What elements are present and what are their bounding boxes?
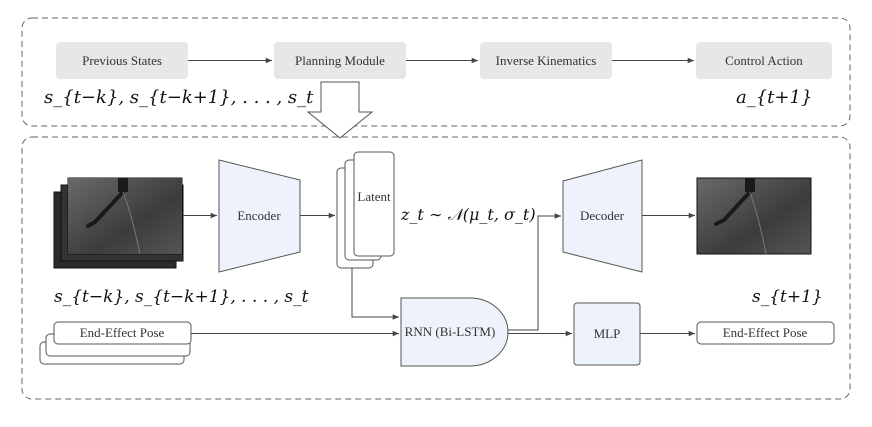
top-action-formula: a_{t+1} — [736, 87, 812, 108]
inverse-kinematics-box — [480, 42, 612, 79]
encoder-block — [218, 159, 301, 273]
latent-stack — [336, 151, 395, 269]
pose-input-stack — [39, 321, 192, 365]
planning-module-label: Planning Module — [295, 53, 385, 68]
arrow-latent-to-rnn — [351, 268, 399, 320]
output-image — [696, 177, 812, 255]
encoder-label: Encoder — [237, 208, 281, 223]
input-image-stack — [53, 177, 184, 269]
control-action-label: Control Action — [725, 53, 803, 68]
input-states-formula: s_{t−k}, s_{t−k+1}, . . . , s_t — [54, 287, 309, 307]
top-states-formula: s_{t−k}, s_{t−k+1}, . . . , s_t — [44, 87, 314, 108]
rnn-block — [400, 297, 509, 367]
previous-states-box — [56, 42, 188, 79]
pose-output-box — [696, 321, 835, 345]
decoder-block — [562, 159, 643, 273]
top-panel-border — [21, 17, 851, 127]
expand-down-arrow — [306, 81, 374, 139]
latent-label: Latent — [357, 189, 391, 204]
previous-states-label: Previous States — [82, 53, 162, 68]
pose-output-label: End-Effect Pose — [723, 325, 808, 340]
planning-module-box — [274, 42, 406, 79]
latent-distribution-formula: z_t ∼ 𝒩(μ_t, σ_t) — [400, 205, 536, 224]
arrow-rnn-to-decoder — [508, 213, 561, 331]
rnn-label: RNN (Bi-LSTM) — [405, 324, 496, 339]
pose-input-label: End-Effect Pose — [80, 325, 165, 340]
inverse-kinematics-label: Inverse Kinematics — [496, 53, 597, 68]
control-action-box — [696, 42, 832, 79]
decoder-label: Decoder — [580, 208, 625, 223]
mlp-label: MLP — [594, 326, 621, 341]
next-state-formula: s_{t+1} — [752, 287, 823, 307]
detail-panel-border — [21, 136, 851, 400]
